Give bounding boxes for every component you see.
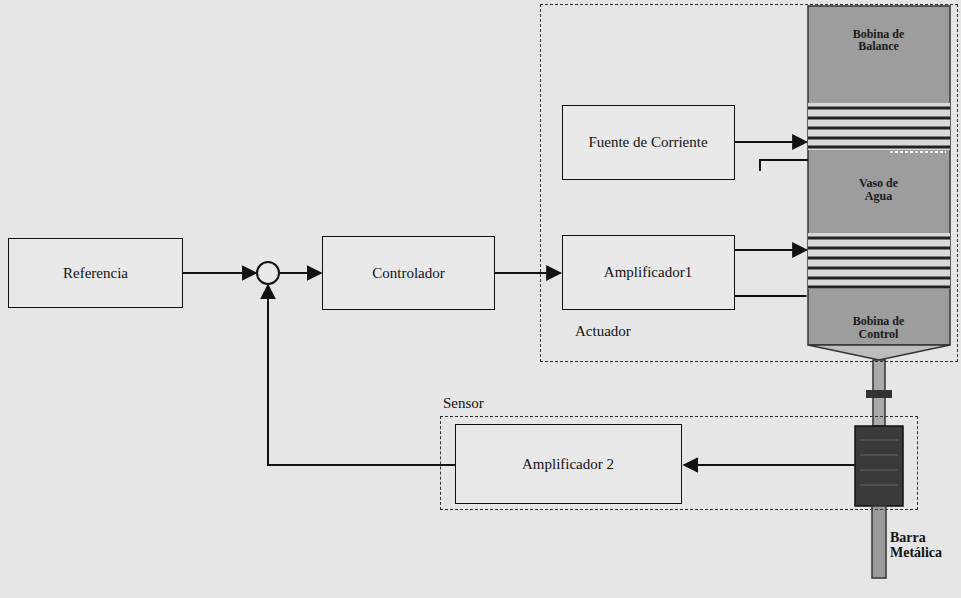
current-wire — [735, 141, 807, 143]
amplifier-box: Amplificador 2 — [455, 424, 682, 504]
signal-arrow — [495, 272, 561, 274]
coil-column — [808, 6, 950, 345]
actuator-region: Actuador Fuente de CorrienteAmplificador1… — [540, 4, 958, 362]
box-label: Amplificador1 — [604, 263, 692, 281]
amplifier-box: Amplificador1 — [562, 235, 735, 310]
box-label: Fuente de Corriente — [588, 133, 707, 151]
region-label: Sensor — [443, 395, 484, 412]
feedback-arrow — [268, 285, 455, 465]
sensor-region: SensorAmplificador 2 — [440, 416, 918, 510]
winding-lines — [808, 108, 950, 147]
sensor-hatch — [860, 440, 898, 485]
region-label: Actuador — [575, 323, 631, 340]
water-vessel: Vaso de Agua — [808, 152, 950, 228]
box-label: Controlador — [372, 264, 445, 282]
return-wire — [735, 295, 807, 297]
controller-box: Controlador — [322, 236, 495, 310]
reference-box: Referencia — [8, 238, 183, 308]
ground-wire — [760, 160, 808, 171]
balance-coil: Bobina de Balance — [808, 6, 950, 152]
signal-arrow — [183, 272, 256, 274]
winding-lines — [808, 238, 950, 287]
box-label: Bobina de Control — [850, 315, 908, 340]
current-source-box: Fuente de Corriente — [562, 105, 735, 180]
summing-junction — [257, 262, 279, 284]
control-coil: Bobina de Control — [808, 228, 950, 345]
box-label: Amplificador 2 — [522, 455, 614, 473]
metal-bar — [872, 506, 886, 578]
winding-band — [808, 233, 950, 289]
signal-arrow — [684, 464, 855, 466]
box-label: Vaso de Agua — [850, 177, 908, 202]
sensor-device — [855, 426, 903, 506]
part-label: Barra Metálica — [890, 530, 956, 561]
winding-band — [808, 103, 950, 150]
drive-wire — [735, 249, 807, 251]
signal-arrow — [279, 272, 321, 274]
rod-cap — [866, 390, 892, 398]
box-label: Referencia — [63, 264, 128, 282]
column-tip — [808, 345, 950, 360]
separator — [890, 151, 946, 153]
box-label: Bobina de Balance — [850, 28, 908, 53]
